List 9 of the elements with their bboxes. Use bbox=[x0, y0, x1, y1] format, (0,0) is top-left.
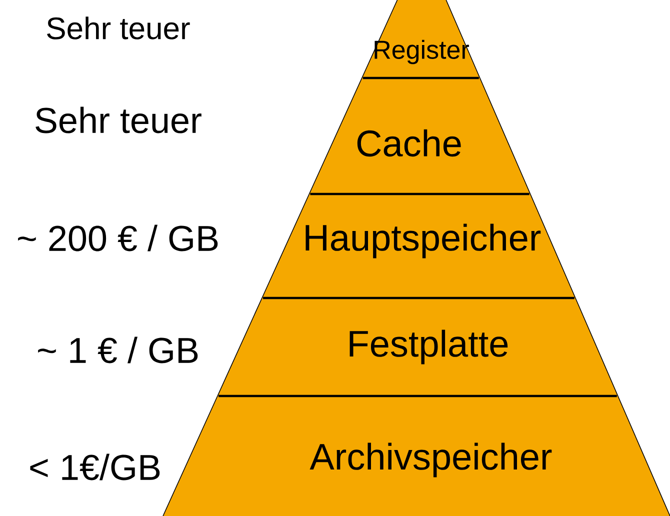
cost-label: < 1€/GB bbox=[30, 454, 160, 480]
cost-label: ~ 200 € / GB bbox=[18, 224, 218, 252]
pyramid-level: Festplatte bbox=[217, 298, 618, 396]
cost-label: Sehr teuer bbox=[36, 106, 202, 134]
pyramid-level: Register bbox=[362, 0, 480, 78]
cost-label: Sehr teuer bbox=[47, 16, 190, 40]
pyramid-level: Archivspeicher bbox=[162, 396, 670, 516]
cost-label: ~ 1 € / GB bbox=[38, 336, 198, 364]
pyramid-level: Hauptspeicher bbox=[262, 194, 576, 298]
